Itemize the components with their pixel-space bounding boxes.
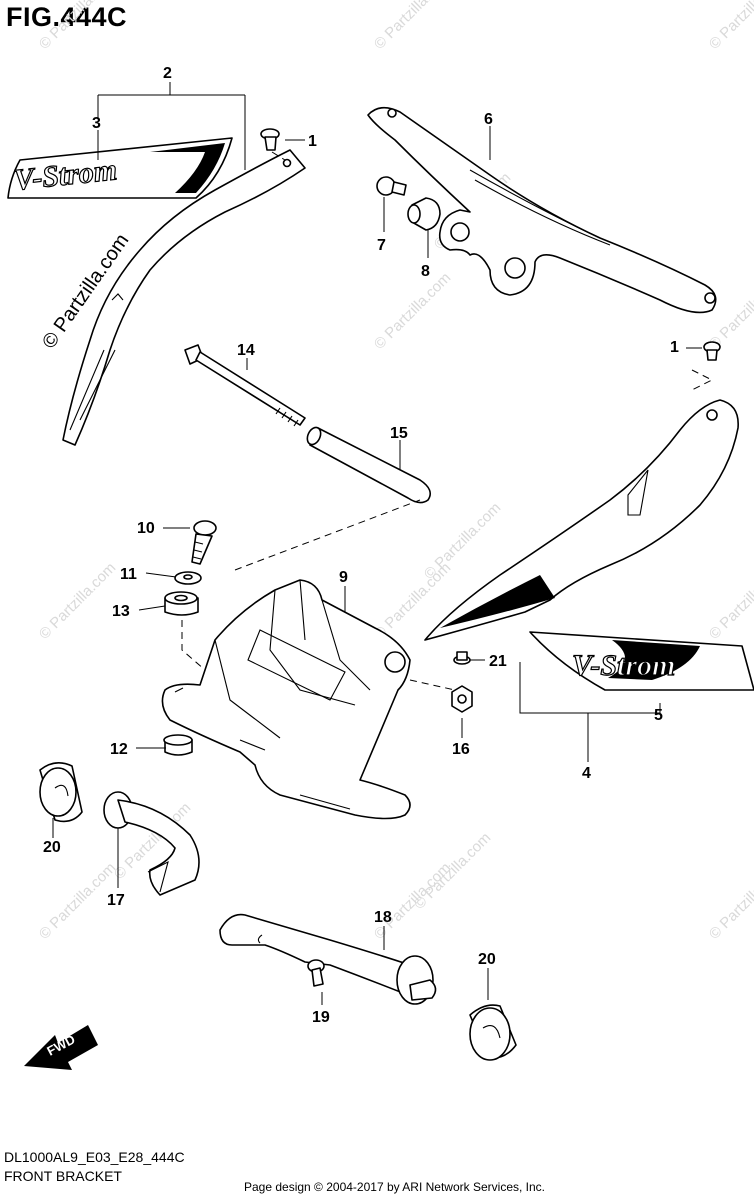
grommet-part: [164, 591, 206, 671]
watermark: © Partzilla.com: [421, 499, 504, 582]
watermark: © Partzilla.com: [411, 829, 494, 912]
callout-label: 1: [670, 339, 679, 356]
screw-part: [453, 651, 471, 665]
callout-label: 19: [312, 1009, 330, 1026]
watermark: © Partzilla.com: [706, 269, 754, 352]
diagram-name: FRONT BRACKET: [4, 1168, 122, 1184]
callout-label: 20: [478, 951, 496, 968]
callout-label: 9: [339, 569, 348, 586]
collar-part: [163, 734, 193, 756]
bolt-part: [191, 520, 217, 565]
right-decal-text: V-Strom: [572, 649, 675, 682]
screw-part: [260, 128, 286, 161]
callout-label: 18: [374, 909, 392, 926]
callout-label: 11: [120, 566, 137, 583]
callout-label: 15: [390, 425, 408, 442]
watermark: © Partzilla.com: [36, 559, 119, 642]
left-cover-part: [62, 149, 306, 446]
callout-label: 14: [237, 342, 255, 359]
callout-labels: 2 3 1 6 7 8 14 1 15 10 9 11 13 21 5 12 1…: [43, 65, 679, 1026]
watermark: © Partzilla.com: [371, 0, 454, 53]
watermark: © Partzilla.com: [706, 559, 754, 642]
callout-label: 6: [484, 111, 493, 128]
washer-part: [174, 571, 202, 585]
callout-label: 3: [92, 115, 101, 132]
callout-label: 20: [43, 839, 61, 856]
rubber-damper-part: [469, 1004, 517, 1061]
callout-label: 1: [308, 133, 317, 150]
main-bracket-part: [161, 499, 456, 820]
long-bolt-part: [184, 344, 306, 427]
figure-title: FIG.444C: [6, 2, 128, 32]
leader-lines: [52, 82, 702, 1005]
nut-part: [451, 685, 473, 713]
left-decal-part: V-Strom: [7, 137, 233, 199]
rubber-damper-part: [39, 762, 83, 823]
right-decal-part: V-Strom: [529, 631, 754, 691]
watermark: © Partzilla.com: [371, 269, 454, 352]
callout-label: 4: [582, 765, 591, 782]
watermark: © Partzilla.com: [706, 859, 754, 942]
spacer-part: [306, 426, 431, 504]
front-bracket-part: [367, 106, 717, 314]
callout-label: 12: [110, 741, 128, 758]
forward-direction-arrow: FWD: [24, 1025, 98, 1070]
screw-part: [703, 341, 721, 361]
callout-label: 10: [137, 520, 155, 537]
bolt-part: [307, 959, 325, 987]
lower-bracket-part: [219, 913, 437, 1005]
watermark: © Partzilla.com: [706, 0, 754, 53]
callout-label: 8: [421, 263, 430, 280]
collar-part: [407, 197, 441, 231]
diagram-code: DL1000AL9_E03_E28_444C: [4, 1149, 185, 1165]
callout-label: 7: [377, 237, 386, 254]
right-cover-part: [424, 369, 739, 641]
callout-label: 21: [489, 653, 507, 670]
callout-label: 5: [654, 707, 663, 724]
callout-label: 13: [112, 603, 130, 620]
callout-label: 16: [452, 741, 470, 758]
page-credit: Page design © 2004-2017 by ARI Network S…: [244, 1180, 546, 1194]
callout-label: 2: [163, 65, 172, 82]
callout-label: 17: [107, 892, 125, 909]
bolt-part: [376, 176, 407, 196]
watermark: © Partzilla.com: [36, 0, 119, 53]
